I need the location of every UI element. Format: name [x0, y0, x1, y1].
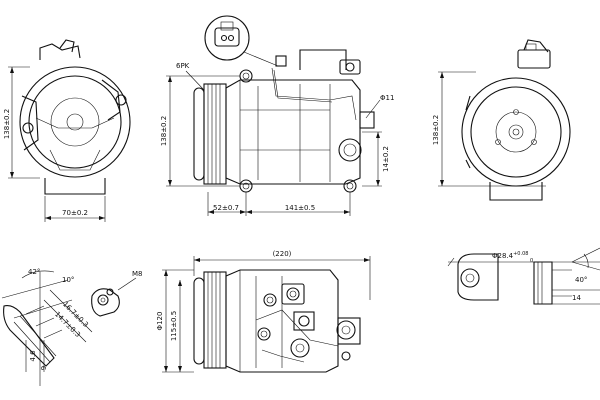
dim-port-angle: 40° — [575, 276, 587, 284]
label-thread: M8 — [132, 270, 143, 278]
dim-dist-f: 9 — [40, 366, 48, 370]
dim-top-left-width: 70±0.2 — [62, 209, 88, 217]
view-bottom-left-detail: 42° 10° 16.7±0.3 14.7±0.3 4.6 9 M8 — [1, 268, 143, 386]
label-6pk: 6PK — [176, 62, 190, 70]
dim-hole-diameter: Φ11 — [380, 94, 394, 102]
dim-angle-b: 10° — [62, 276, 74, 284]
dim-pulley-offset: 115±0.5 — [170, 311, 178, 341]
dim-mount-b: 141±0.5 — [285, 204, 315, 212]
dim-overall-length: (220) — [273, 250, 292, 258]
view-top-middle: 6PK — [160, 15, 394, 216]
view-top-left: 138±0.2 70±0.2 — [3, 39, 131, 222]
view-bottom-middle: (220) Φ120 — [156, 250, 371, 373]
dim-port-depth: 14 — [572, 294, 581, 302]
dim-body-diameter: Φ120 — [156, 312, 164, 331]
dim-dist-e: 4.6 — [29, 350, 37, 362]
dim-top-right-height: 138±0.2 — [432, 115, 440, 145]
view-top-right: 138±0.2 — [432, 39, 571, 201]
dim-mount-a: 52±0.7 — [213, 204, 239, 212]
dim-angle-a: 42° — [28, 268, 40, 276]
dim-offset-vertical: 14±0.2 — [382, 146, 390, 172]
dim-port-diameter-tol-low: 0 — [530, 258, 533, 264]
dim-port-diameter: Φ28.4+0.08 — [492, 251, 528, 260]
dim-top-mid-height: 138±0.2 — [160, 116, 168, 146]
dim-top-left-height: 138±0.2 — [3, 109, 11, 139]
view-bottom-right-port: Φ28.4+0.08 0 40° 14 — [447, 247, 600, 305]
